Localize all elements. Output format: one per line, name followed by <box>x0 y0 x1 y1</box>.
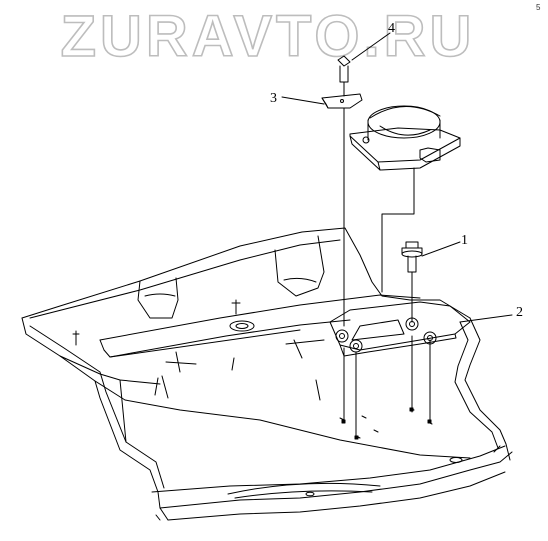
bolt-1 <box>401 241 423 413</box>
callout-leaders <box>281 32 513 323</box>
fasteners <box>335 107 437 440</box>
clip-4 <box>337 55 351 97</box>
corner-mark: 5 <box>536 3 541 12</box>
watermark-text: ZURAVTO.RU <box>61 4 476 69</box>
callout-2: 2 <box>516 305 523 320</box>
callout-3: 3 <box>270 91 277 106</box>
bracket-3 <box>321 93 363 109</box>
floor-panel <box>21 227 513 521</box>
callout-4: 4 <box>388 21 395 36</box>
callout-1: 1 <box>461 233 468 248</box>
control-module <box>349 105 461 293</box>
